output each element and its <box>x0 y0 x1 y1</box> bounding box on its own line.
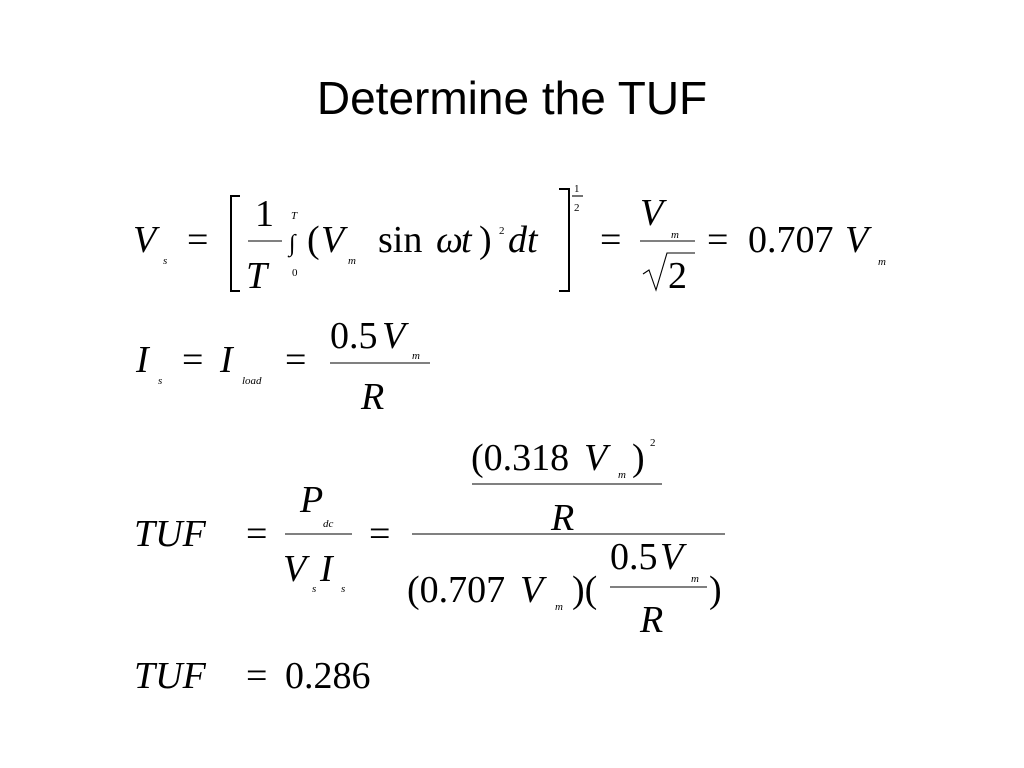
eq1-lhs-sub: s <box>163 255 167 267</box>
eq1-open-paren: ( <box>307 219 320 261</box>
eq1-sqrt-arg: 2 <box>668 255 687 297</box>
eq1-t: t <box>461 219 473 261</box>
eq1-dt: dt <box>508 219 539 261</box>
eq1-coef: 0.707 <box>748 219 834 261</box>
eq1-rhs-v: V <box>845 219 872 261</box>
eq3-i: I <box>319 548 335 590</box>
eq4-value: 0.286 <box>285 655 371 697</box>
eq1-close-paren: ) <box>479 219 492 261</box>
equation-rms-current: I s = I load = 0.5 V m R <box>135 315 430 418</box>
eq3-top-num-close: ) <box>632 437 645 479</box>
eq1-frac-den: T <box>246 255 270 297</box>
eq4-lhs: TUF <box>134 655 207 697</box>
eq1-equals-3: = <box>707 219 728 261</box>
eq3-p-sub: dc <box>323 518 334 530</box>
equation-tuf-expression: TUF = P dc V s I s = (0.318 V m ) 2 R (0… <box>134 437 725 641</box>
eq3-inner-num-v: V <box>660 536 687 578</box>
eq2-den: R <box>360 376 384 418</box>
eq2-i-load: I <box>219 339 235 381</box>
eq1-int-upper: T <box>291 210 298 222</box>
eq4-equals: = <box>246 655 267 697</box>
equation-tuf-result: TUF = 0.286 <box>134 655 371 697</box>
eq3-equals-2: = <box>369 513 390 555</box>
eq3-top-num-v-sub: m <box>618 469 626 481</box>
eq2-num-v-sub: m <box>412 350 420 362</box>
slide-title: Determine the TUF <box>316 72 708 124</box>
eq1-v: V <box>321 219 348 261</box>
eq3-top-den: R <box>550 497 574 539</box>
eq1-equals: = <box>187 219 208 261</box>
eq3-v: V <box>283 548 310 590</box>
eq2-num-v: V <box>382 315 409 357</box>
eq1-v-sub: m <box>348 255 356 267</box>
eq2-lhs: I <box>135 339 151 381</box>
eq2-i-load-sub: load <box>242 375 262 387</box>
eq1-sqrt-sign <box>642 252 695 292</box>
eq1-sin: sin <box>378 219 422 261</box>
eq1-rhs-v-sub: m <box>878 256 886 268</box>
eq3-top-num-v: V <box>584 437 611 479</box>
eq3-top-num-open: (0.318 <box>471 437 569 479</box>
eq1-right-bracket <box>559 188 570 292</box>
eq3-inner-den: R <box>639 599 663 641</box>
eq2-equals: = <box>182 339 203 381</box>
eq3-i-sub: s <box>341 583 345 595</box>
eq1-left-bracket <box>230 195 240 292</box>
eq3-v-sub: s <box>312 583 316 595</box>
eq3-inner-num-v-sub: m <box>691 573 699 585</box>
equation-rms-voltage: V s = 1 T T ∫ 0 ( V m sin ω t ) 2 dt 1 2… <box>133 183 886 297</box>
eq1-omega: ω <box>436 219 463 261</box>
eq3-bottom-close: ) <box>709 569 722 611</box>
eq1-int-lower: 0 <box>292 267 298 279</box>
eq3-inner-num-coef: 0.5 <box>610 536 658 578</box>
eq3-bottom-open: (0.707 <box>407 569 505 611</box>
eq3-top-num-power: 2 <box>650 437 656 449</box>
eq3-equals: = <box>246 513 267 555</box>
eq3-bottom-v: V <box>520 569 547 611</box>
eq1-frac-num: 1 <box>255 193 274 235</box>
eq3-bottom-mid: )( <box>572 569 597 611</box>
eq1-equals-2: = <box>600 219 621 261</box>
eq1-rhs-num: V <box>640 192 667 234</box>
eq3-bottom-v-sub: m <box>555 601 563 613</box>
eq3-lhs: TUF <box>134 513 207 555</box>
eq1-power-num: 1 <box>574 183 580 195</box>
eq2-lhs-sub: s <box>158 375 162 387</box>
eq1-power-den: 2 <box>574 202 580 214</box>
eq1-integral: ∫ <box>287 231 297 258</box>
eq2-equals-2: = <box>285 339 306 381</box>
eq1-square: 2 <box>499 225 505 237</box>
eq3-p: P <box>299 479 323 521</box>
eq1-lhs: V <box>133 219 160 261</box>
eq2-num-coef: 0.5 <box>330 315 378 357</box>
eq1-rhs-num-sub: m <box>671 229 679 241</box>
